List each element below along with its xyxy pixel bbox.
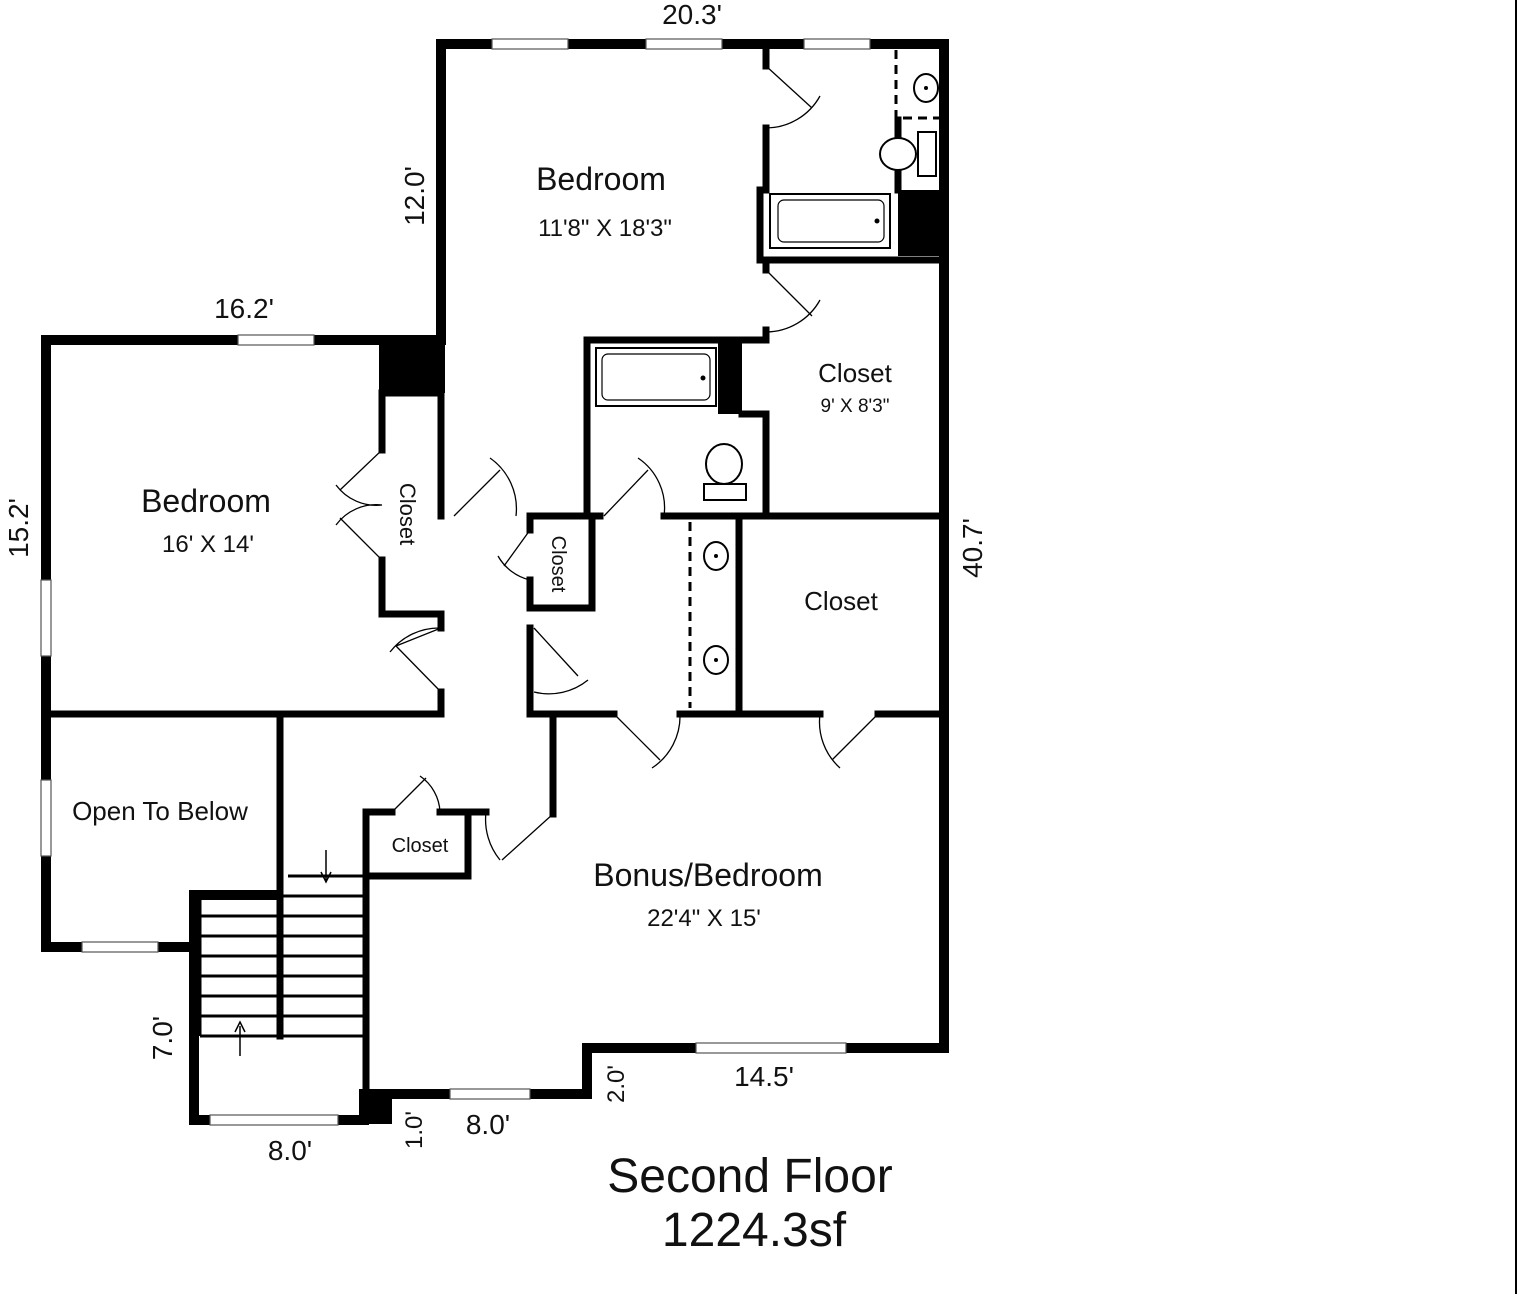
dim-left-height: 15.2' <box>3 498 34 558</box>
room-size-bonus-bedroom: 22'4" X 15' <box>647 905 761 932</box>
floor-title: Second Floor <box>607 1150 893 1203</box>
dim-bottom-step: 2.0' <box>603 1065 630 1103</box>
dim-upper-left-height: 12.0' <box>399 166 430 226</box>
wall-block-stair <box>360 1094 392 1124</box>
interior-walls <box>42 40 948 1098</box>
room-name-closet-small: Closet <box>392 835 449 857</box>
room-name-master-bedroom: Bedroom <box>536 161 666 197</box>
chimney-block <box>379 337 445 393</box>
room-name-left-bedroom: Bedroom <box>141 483 271 519</box>
wall-block-bath <box>898 190 944 256</box>
room-name-bonus-bedroom: Bonus/Bedroom <box>593 857 822 893</box>
room-name-closet-vertical-2: Closet <box>547 536 569 593</box>
room-name-closet-vertical-1: Closet <box>395 483 420 545</box>
wall-block-bath2 <box>718 338 742 414</box>
vanity-counter-master <box>894 50 940 120</box>
floor-area: 1224.3sf <box>662 1204 847 1257</box>
doors <box>335 65 879 861</box>
toilet-bath2-tank <box>703 483 747 501</box>
room-labels: Bedroom 11'8" X 18'3" Bedroom 16' X 14' … <box>72 161 893 932</box>
dim-stair-width: 8.0' <box>268 1135 312 1166</box>
toilet-master-tank <box>917 131 937 177</box>
room-name-open-to-below: Open To Below <box>72 796 248 826</box>
dim-step-height: 1.0' <box>401 1111 428 1149</box>
bathtub-master <box>769 193 891 249</box>
room-size-master-closet: 9' X 8'3" <box>821 396 890 417</box>
toilet-master-bowl <box>879 137 917 171</box>
dim-right-height: 40.7' <box>957 518 988 578</box>
room-size-left-bedroom: 16' X 14' <box>162 531 254 558</box>
room-name-closet-large: Closet <box>804 586 878 616</box>
dim-stair-height: 7.0' <box>147 1016 178 1060</box>
bath-fixtures <box>595 73 939 675</box>
room-name-master-closet: Closet <box>818 358 892 388</box>
toilet-bath2-bowl <box>705 443 743 485</box>
windows <box>40 38 871 1126</box>
dimension-labels: 20.3' 12.0' 16.2' 15.2' 40.7' 7.0' 8.0' … <box>3 0 988 1166</box>
dim-bottom-right-width: 14.5' <box>734 1061 794 1092</box>
dim-bottom-mid-width: 8.0' <box>466 1109 510 1140</box>
dim-left-bedroom-width: 16.2' <box>214 293 274 324</box>
bathtub-bath2 <box>595 347 717 407</box>
dim-top-width: 20.3' <box>662 0 722 30</box>
staircase <box>198 850 366 1056</box>
room-size-master-bedroom: 11'8" X 18'3" <box>538 215 672 242</box>
